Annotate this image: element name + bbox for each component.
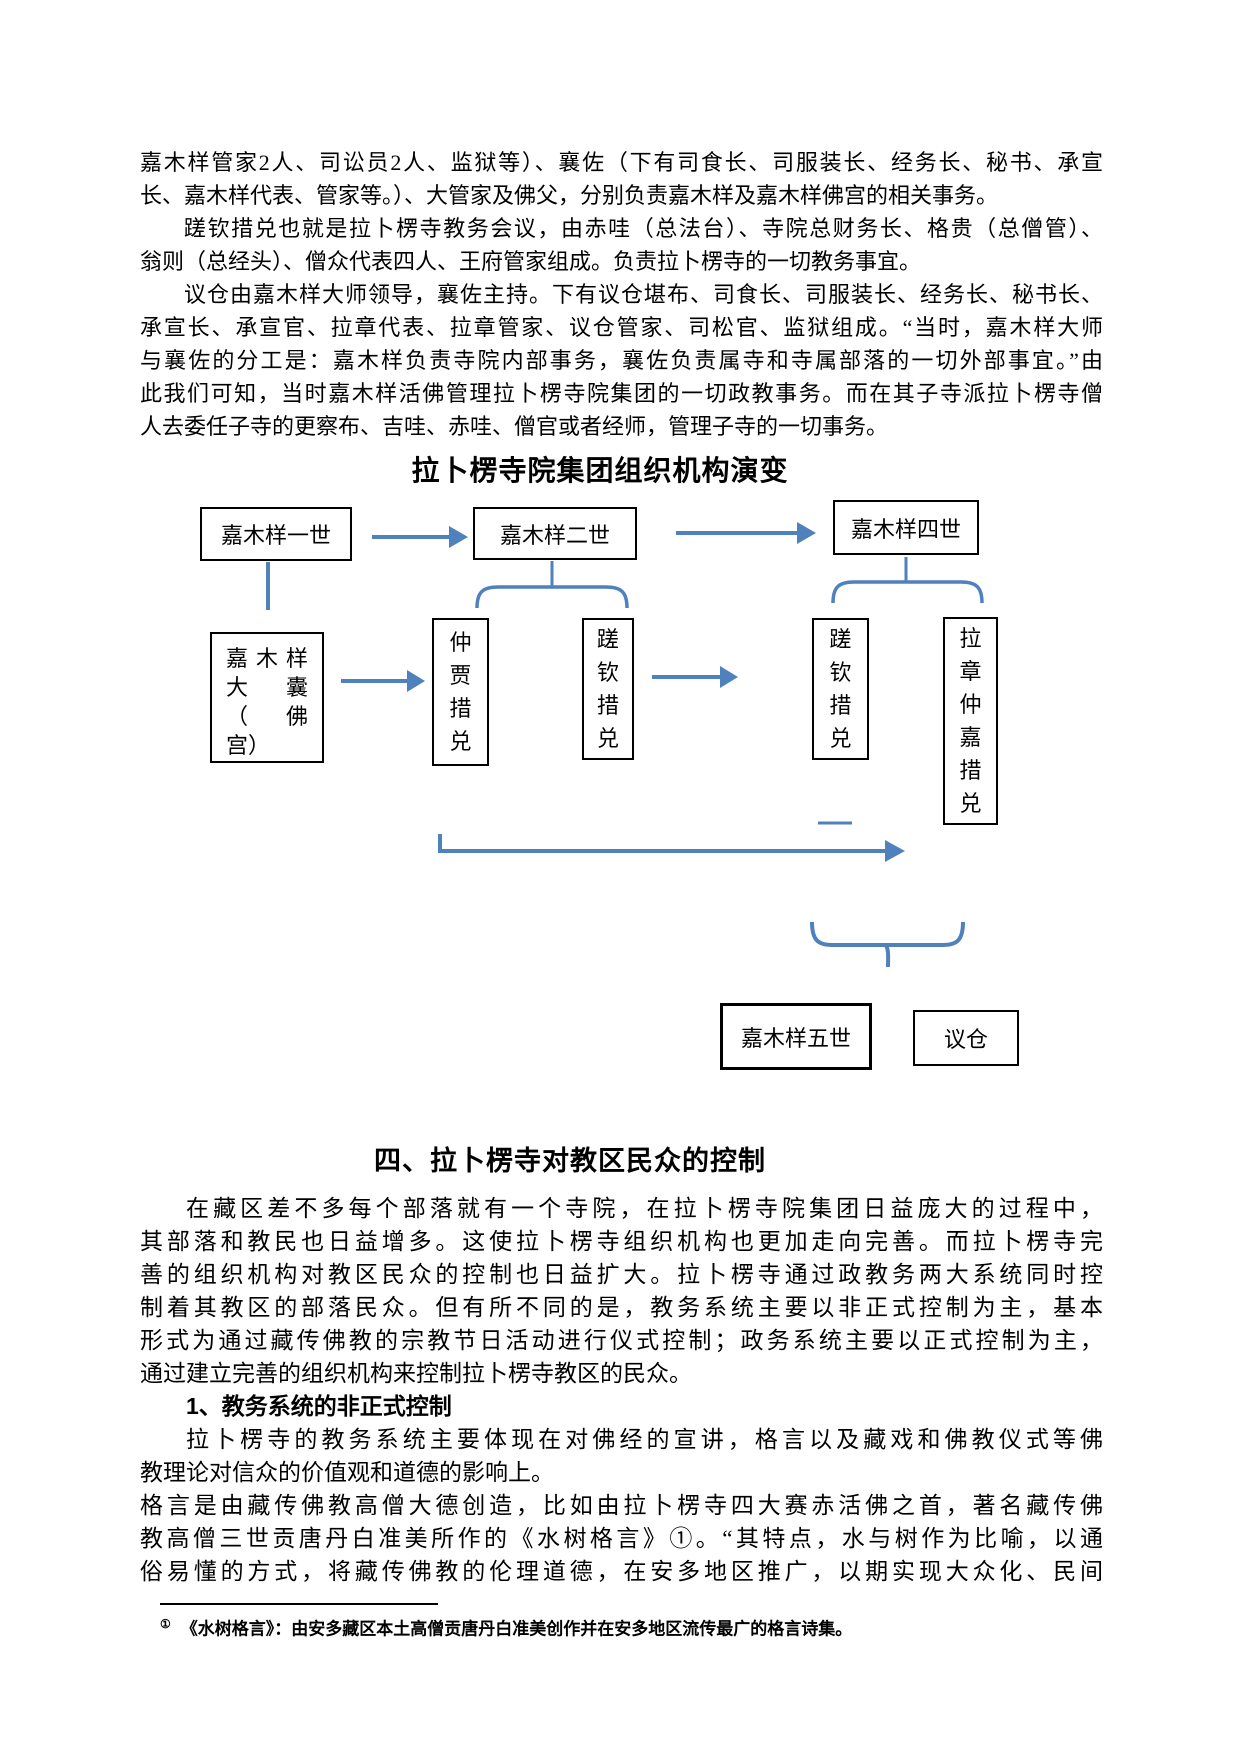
box-line: （佛 (226, 704, 308, 729)
body-line: 此我们可知，当时嘉木样活佛管理拉卜楞寺院集团的一切政教事务。而在其子寺派拉卜楞寺… (140, 381, 1103, 406)
org-box-cuoqin-cuodui-1: 蹉钦措兑 (582, 618, 634, 760)
box-line: 宫） (226, 733, 271, 758)
brace-bottom (810, 921, 965, 947)
body-line: 长、嘉木样代表、管家等。）、大管家及佛父，分别负责嘉木样及嘉木样佛宫的相关事务。 (140, 183, 999, 208)
footnote-text: 《水树格言》：由安多藏区本土高僧贡唐丹白准美创作并在安多地区流传最广的格言诗集。 (180, 1619, 853, 1639)
footnote: ① 《水树格言》：由安多藏区本土高僧贡唐丹白准美创作并在安多地区流传最广的格言诗集… (160, 1612, 1060, 1642)
brace-gen4 (831, 580, 984, 604)
box-line: 嘉木样 (226, 646, 308, 671)
org-box-danang: 嘉木样 大囊 （佛 宫） (210, 632, 324, 763)
body-line: 蹉钦措兑也就是拉卜楞寺教务会议，由赤哇（总法台）、寺院总财务长、格贵（总僧管）、 (184, 216, 1103, 241)
org-box-jiamuyang-5: 嘉木样五世 (720, 1003, 872, 1070)
body-line: 与襄佐的分工是：嘉木样负责寺院内部事务，襄佐负责属寺和寺属部落的一切外部事宜。”… (140, 348, 1103, 373)
body-line: 通过建立完善的组织机构来控制拉卜楞寺教区的民众。 (140, 1361, 692, 1386)
body-line: 其部落和教民也日益增多。这使拉卜楞寺组织机构也更加走向完善。而拉卜楞寺完 (140, 1229, 1103, 1254)
body-line: 人去委任子寺的更察布、吉哇、赤哇、僧官或者经师，管理子寺的一切事务。 (140, 414, 889, 439)
body-line: 形式为通过藏传佛教的宗教节日活动进行仪式控制；政务系统主要以正式控制为主， (140, 1328, 1103, 1353)
body-line: 议仓由嘉木样大师领导，襄佐主持。下有议仓堪布、司食长、司服装长、经务长、秘书长、 (184, 282, 1103, 307)
body-line: 善的组织机构对教区民众的控制也日益扩大。拉卜楞寺通过政教务两大系统同时控 (140, 1262, 1103, 1287)
body-line: 制着其教区的部落民众。但有所不同的是，教务系统主要以非正式控制为主，基本 (140, 1295, 1103, 1320)
paragraph-2: 在藏区差不多每个部落就有一个寺院，在拉卜楞寺院集团日益庞大的过程中， 其部落和教… (140, 1192, 1103, 1588)
org-box-lazhang-zhongjia: 拉章仲嘉措兑 (943, 617, 998, 825)
box-text: 仲贾措兑 (449, 630, 472, 754)
org-box-cuoqin-cuodui-2: 蹉钦措兑 (812, 618, 869, 760)
brace-bottom-stem (884, 944, 891, 968)
section-heading: 四、拉卜楞寺对教区民众的控制 (374, 1146, 766, 1176)
org-box-jiamuyang-2: 嘉木样二世 (473, 507, 637, 560)
body-line: 格言是由藏传佛教高僧大德创造，比如由拉卜楞寺四大赛赤活佛之首，著名藏传佛 (140, 1493, 1103, 1518)
org-box-yicang: 议仓 (913, 1010, 1019, 1066)
body-line: 俗易懂的方式，将藏传佛教的伦理道德，在安多地区推广，以期实现大众化、民间 (140, 1559, 1103, 1584)
body-line: 在藏区差不多每个部落就有一个寺院，在拉卜楞寺院集团日益庞大的过程中， (186, 1196, 1103, 1221)
body-line: 嘉木样管家2人、司讼员2人、监狱等）、襄佐（下有司食长、司服装长、经务长、秘书、… (140, 150, 1103, 175)
body-line: 教高僧三世贡唐丹白准美所作的《水树格言》①。“其特点，水与树作为比喻，以通 (140, 1526, 1103, 1551)
box-text: 蹉钦措兑 (596, 627, 619, 751)
brace-gen2 (475, 585, 629, 609)
box-line: 大囊 (226, 675, 308, 700)
arrow-long-bottom (438, 834, 885, 853)
footnote-divider (160, 1603, 438, 1605)
org-chart-title: 拉卜楞寺院集团组织机构演变 (411, 455, 789, 486)
body-line: 拉卜楞寺的教务系统主要体现在对佛经的宣讲，格言以及藏戏和佛教仪式等佛 (186, 1427, 1103, 1452)
footnote-marker: ① (160, 1617, 171, 1631)
org-box-jiamuyang-4: 嘉木样四世 (833, 500, 979, 555)
org-box-jiamuyang-1: 嘉木样一世 (200, 507, 352, 561)
body-line: 承宣长、承宣官、拉章代表、拉章管家、议仓管家、司松官、监狱组成。“当时，嘉木样大… (140, 315, 1103, 340)
paragraph-1: 嘉木样管家2人、司讼员2人、监狱等）、襄佐（下有司食长、司服装长、经务长、秘书、… (140, 146, 1103, 443)
box-text: 蹉钦措兑 (829, 627, 852, 751)
org-box-zhongjia-cuodui: 仲贾措兑 (432, 618, 489, 766)
body-line: 教理论对信众的价值观和道德的影响上。 (140, 1460, 554, 1485)
body-line: 翁则（总经头）、僧众代表四人、王府管家组成。负责拉卜楞寺的一切教务事宜。 (140, 249, 922, 274)
box-text: 拉章仲嘉措兑 (959, 626, 982, 816)
subsection-heading: 1、教务系统的非正式控制 (186, 1393, 452, 1419)
